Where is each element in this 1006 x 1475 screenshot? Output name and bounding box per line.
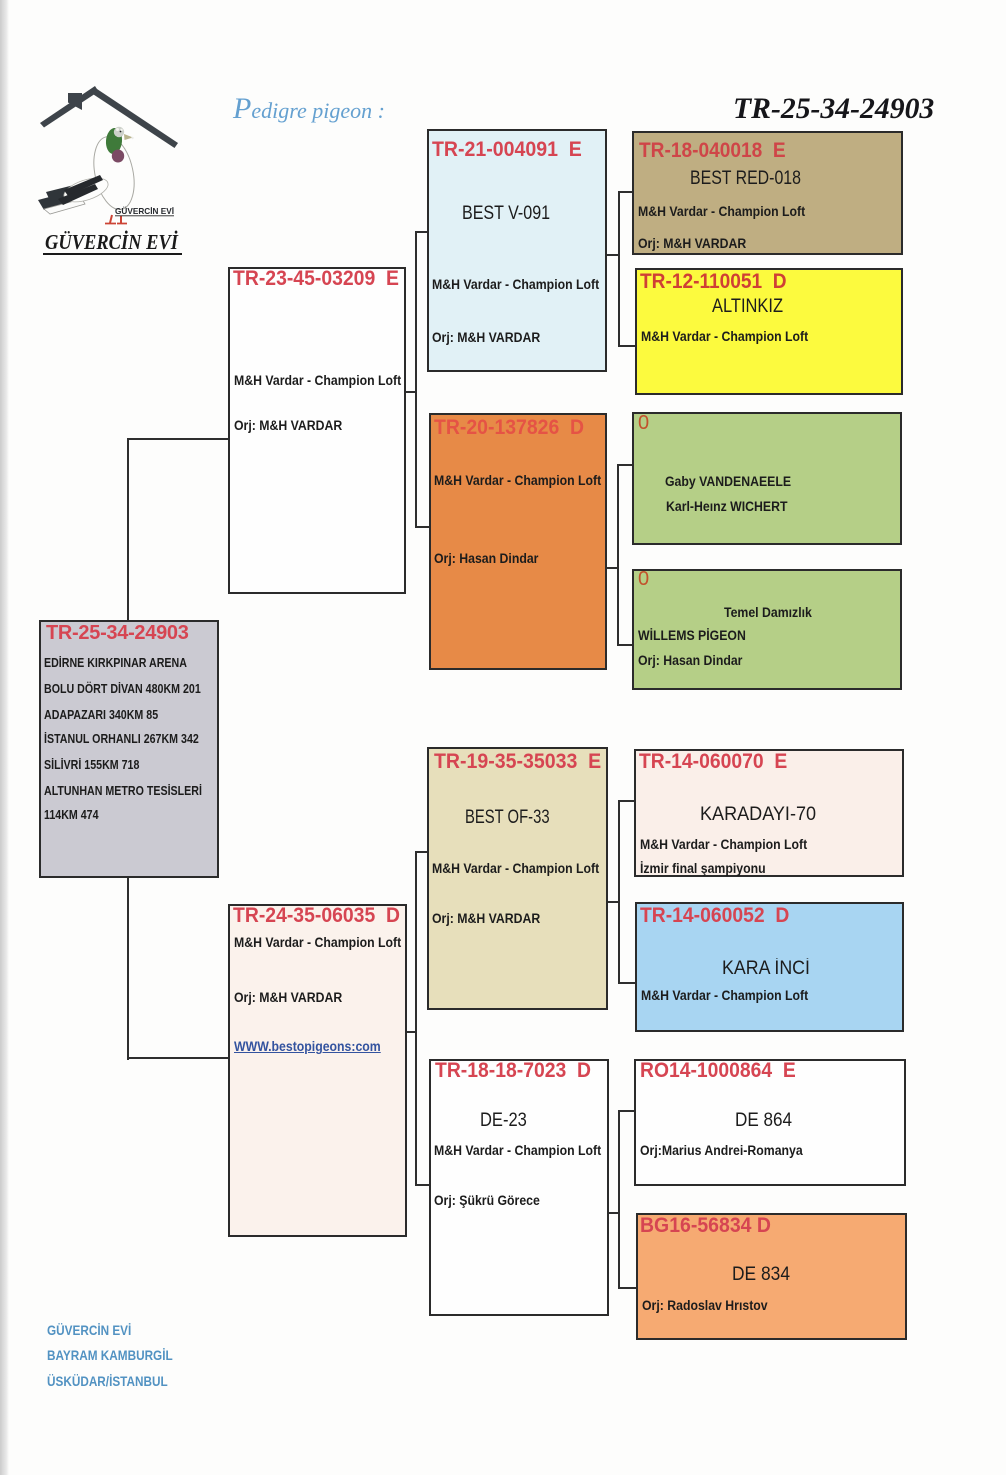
svg-text:GÜVERCİN EVİ: GÜVERCİN EVİ — [115, 206, 174, 216]
